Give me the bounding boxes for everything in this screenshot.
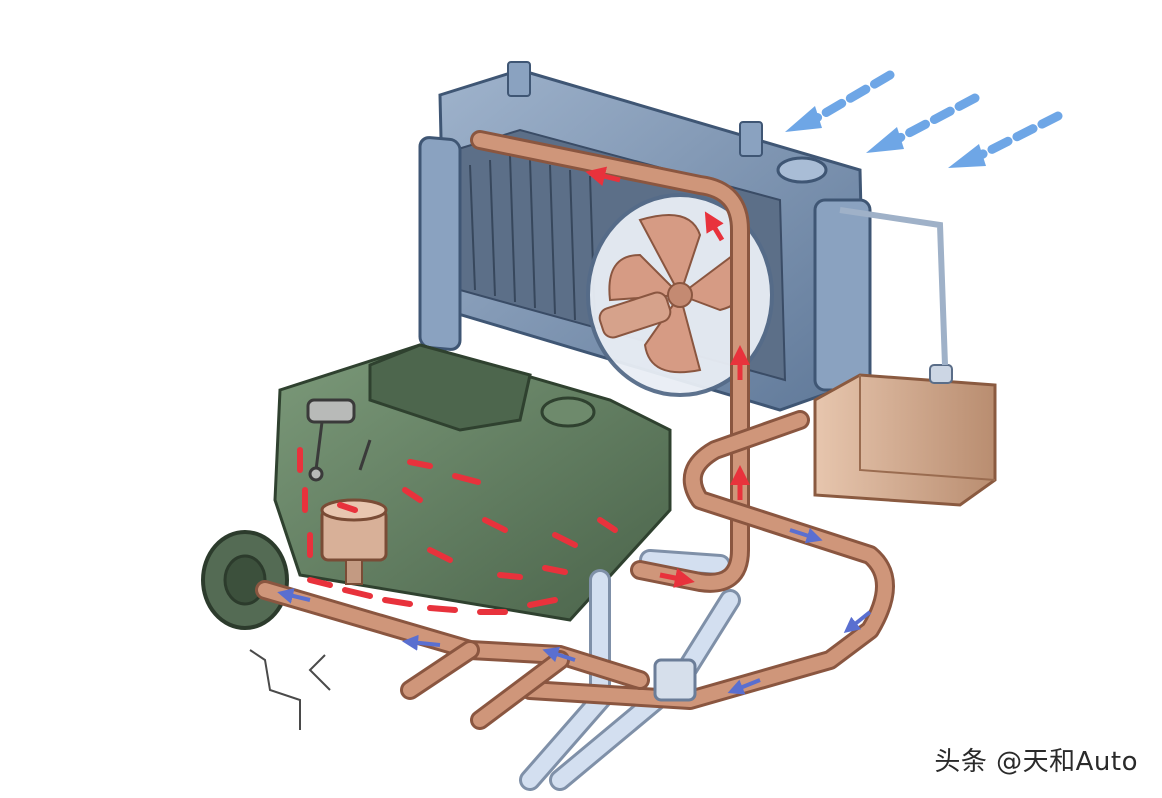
expansion-tank xyxy=(813,207,997,507)
cooling-fan xyxy=(586,193,774,397)
valve-train xyxy=(306,398,372,482)
hose-clamp xyxy=(653,658,697,702)
airflow-arrow-2 xyxy=(866,93,980,153)
hot-coolant-flow-engine xyxy=(297,447,618,615)
coolant-pipes xyxy=(255,130,895,730)
airflow-arrows xyxy=(785,70,1063,168)
airflow-arrow-1 xyxy=(785,70,895,132)
airflow-arrow-3 xyxy=(948,111,1063,168)
cold-coolant-flow xyxy=(277,527,872,695)
drive-belt-lines xyxy=(249,649,331,730)
watermark: 头条 @天和Auto xyxy=(934,747,1138,777)
hot-coolant-flow-pipes xyxy=(585,166,750,588)
